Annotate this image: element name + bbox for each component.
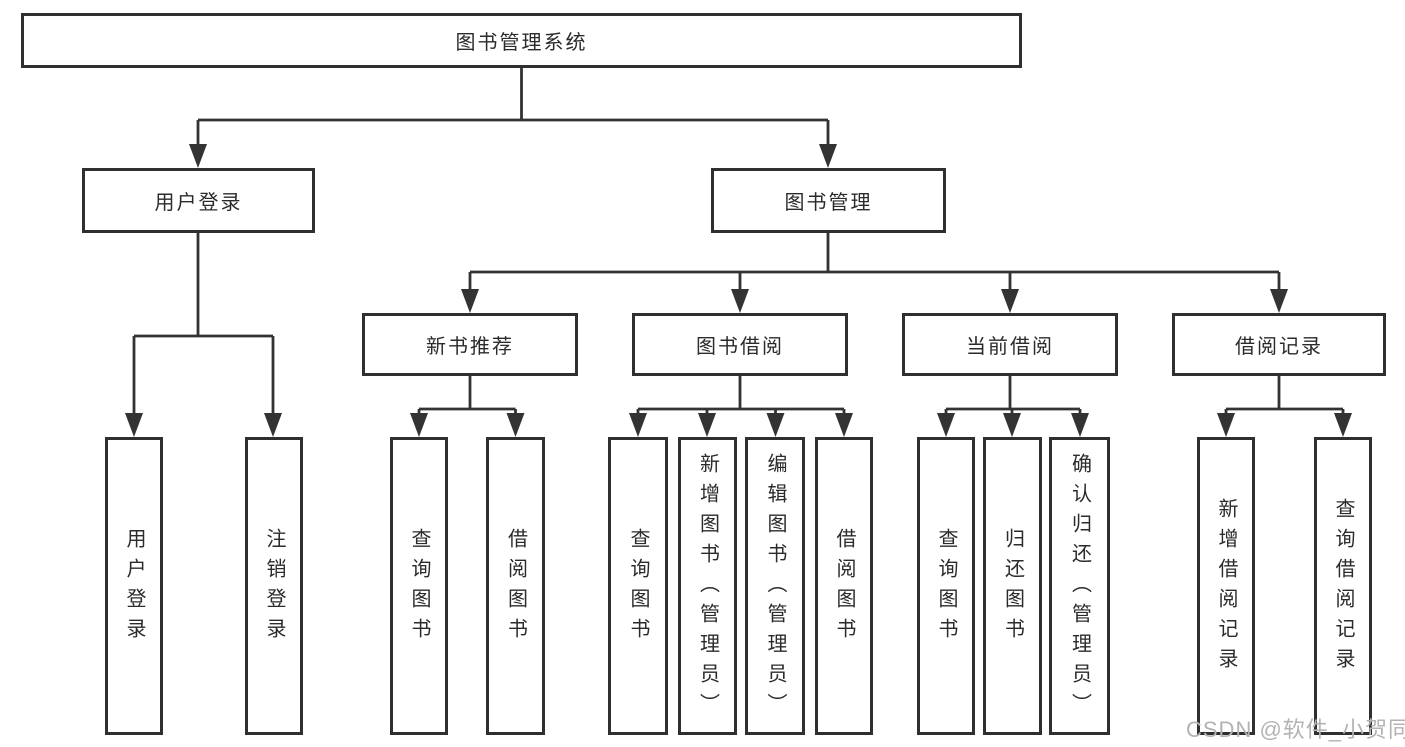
edge-records-to-leaves <box>1224 376 1345 414</box>
edge-root-to-level2 <box>196 68 830 147</box>
leaf-borrow-books-recommend: 借阅图书 <box>486 437 545 735</box>
edge-newbook-to-leaves <box>417 376 517 414</box>
node-book-management: 图书管理 <box>711 168 946 233</box>
node-book-borrow: 图书借阅 <box>632 313 848 376</box>
node-new-book-recommend: 新书推荐 <box>362 313 578 376</box>
leaf-borrow-books: 借阅图书 <box>815 437 873 735</box>
leaf-user-login: 用户登录 <box>105 437 163 735</box>
node-current-borrow: 当前借阅 <box>902 313 1118 376</box>
node-root-system: 图书管理系统 <box>21 13 1022 68</box>
leaf-add-books-admin: 新增图书（管理员） <box>678 437 737 735</box>
csdn-watermark: CSDN @软件_小贺同学 <box>1186 717 1405 742</box>
leaf-query-books-borrow: 查询图书 <box>608 437 668 735</box>
leaf-confirm-return-admin: 确认归还（管理员） <box>1049 437 1110 735</box>
arrowheads <box>125 144 1352 437</box>
edge-borrow-to-leaves <box>636 376 846 414</box>
leaf-edit-books-admin: 编辑图书（管理员） <box>745 437 805 735</box>
leaf-query-books-recommend: 查询图书 <box>390 437 448 735</box>
node-borrow-records: 借阅记录 <box>1172 313 1386 376</box>
edge-management-to-groups <box>468 233 1281 290</box>
leaf-add-borrow-record: 新增借阅记录 <box>1197 437 1255 735</box>
leaf-return-books: 归还图书 <box>983 437 1042 735</box>
node-user-login: 用户登录 <box>82 168 315 233</box>
leaf-query-borrow-record: 查询借阅记录 <box>1314 437 1372 735</box>
leaf-query-books-current: 查询图书 <box>917 437 975 735</box>
leaf-logout: 注销登录 <box>245 437 303 735</box>
edge-current-to-leaves <box>944 376 1082 414</box>
edge-login-to-leaves <box>132 233 275 414</box>
